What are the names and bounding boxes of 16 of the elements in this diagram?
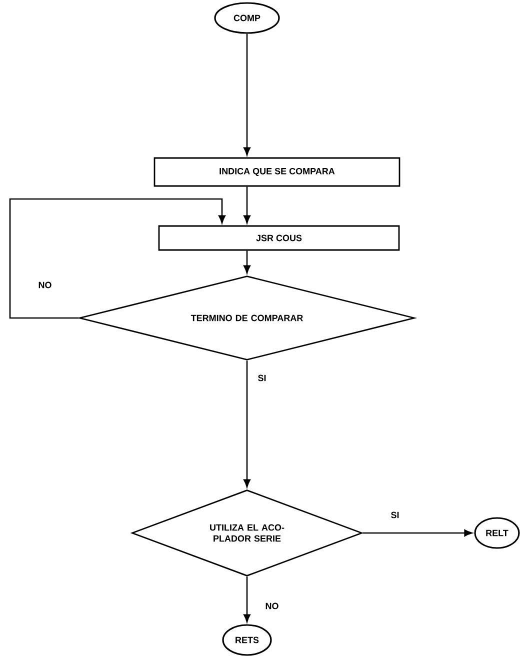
arrow [244,186,250,224]
arrow [244,576,250,622]
terminal-oval: RETS [222,624,272,656]
arrow [362,530,472,536]
process-box: JSR COUS [158,225,400,251]
process-box: INDICA QUE SE COMPARA [154,157,400,187]
terminal-oval: RELT [474,517,520,549]
arrow [9,198,226,319]
terminal-oval: COMP [214,2,280,34]
arrow [244,250,250,274]
edge-label: NO [37,280,53,290]
edge-label: SI [390,510,400,520]
edge-label: NO [264,602,280,610]
arrow [244,34,250,156]
edge-label: SI [256,374,268,382]
arrow [244,360,250,488]
